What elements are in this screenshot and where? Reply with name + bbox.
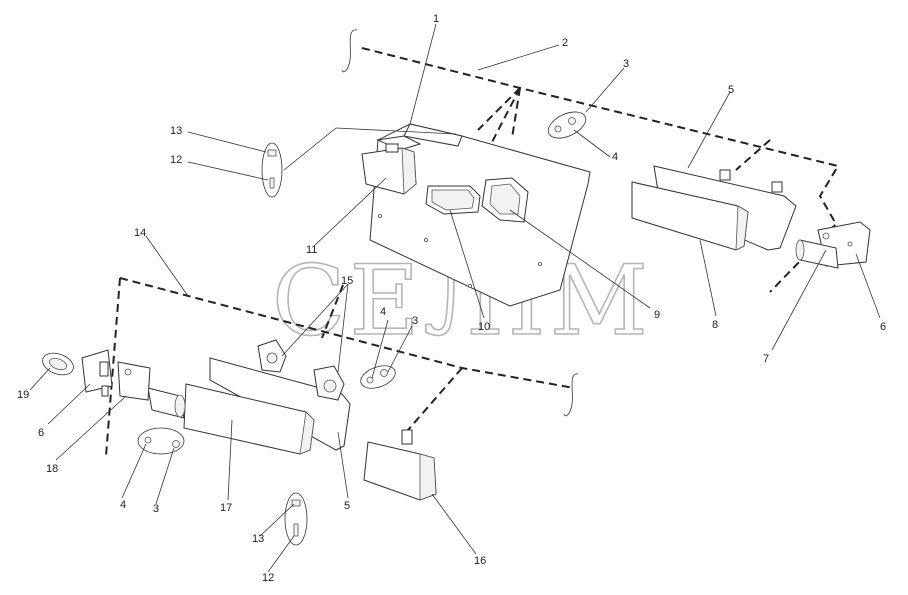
callout-14: 14 [134, 227, 146, 239]
callout-10: 10 [478, 321, 490, 333]
break-symbol-top [341, 29, 358, 73]
callout-15: 15 [341, 275, 353, 287]
callout-12-lower: 12 [262, 572, 274, 584]
callout-13: 13 [170, 125, 182, 137]
lamp-19 [42, 352, 74, 376]
lamp-9 [481, 177, 529, 223]
lamp-10 [425, 185, 481, 215]
fastener-group-top-center [547, 111, 587, 139]
callout-1: 1 [433, 13, 439, 25]
callout-8: 8 [712, 319, 718, 331]
callout-13-lower: 13 [252, 533, 264, 545]
fastener-group-mid [360, 365, 396, 389]
callout-4-left: 4 [120, 499, 126, 511]
callout-16: 16 [474, 555, 486, 567]
callout-5: 5 [728, 84, 734, 96]
lamp-11 [361, 143, 417, 195]
callout-3: 3 [623, 58, 629, 70]
side-bracket-6-left [81, 349, 151, 401]
callout-19: 19 [17, 389, 29, 401]
fastener-group-bottom [284, 492, 308, 546]
lamp-7 [795, 239, 839, 269]
callout-6: 6 [880, 321, 886, 333]
callout-2: 2 [562, 37, 568, 49]
callout-3-left: 3 [153, 503, 159, 515]
callout-17: 17 [220, 502, 232, 514]
callout-18: 18 [46, 463, 58, 475]
callout-4: 4 [612, 151, 618, 163]
callout-3-mid: 3 [412, 315, 418, 327]
callout-12: 12 [170, 154, 182, 166]
callout-6-left: 6 [38, 427, 44, 439]
callout-9: 9 [654, 309, 660, 321]
callout-5-lower: 5 [344, 500, 350, 512]
housing-8 [631, 165, 797, 251]
fastener-group-top-left [261, 142, 283, 198]
lamp-18 [147, 387, 186, 419]
leader-lines [29, 23, 881, 573]
housing-17 [183, 357, 351, 455]
break-symbol-bottom [563, 373, 579, 417]
bracket-15 [257, 339, 345, 401]
callout-labels: 1 2 3 4 5 13 12 11 10 9 8 7 6 14 15 4 3 … [17, 13, 886, 584]
callout-4-mid: 4 [380, 306, 386, 318]
callout-7: 7 [763, 353, 769, 365]
fastener-group-left-lower [137, 427, 185, 455]
lamp-16 [363, 429, 437, 501]
callout-11: 11 [306, 244, 317, 256]
